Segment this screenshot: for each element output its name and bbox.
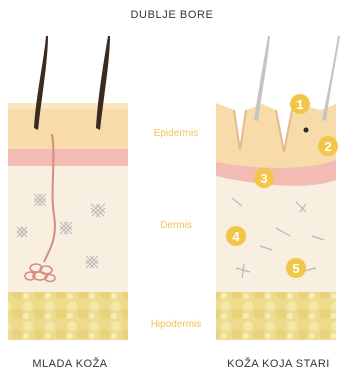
young-hypodermis <box>8 292 128 340</box>
label-epidermis: Epidermis <box>136 128 216 139</box>
age-spot <box>304 128 309 133</box>
aged-skin-block <box>216 36 340 340</box>
young-skin-block <box>8 36 128 340</box>
marker-1: 1 <box>290 94 310 114</box>
marker-2-label: 2 <box>324 139 331 154</box>
marker-5: 5 <box>286 258 306 278</box>
marker-4: 4 <box>226 226 246 246</box>
caption-young-skin: MLADA KOŽA <box>10 358 130 370</box>
label-hypodermis: Hipodermis <box>136 319 216 330</box>
marker-3: 3 <box>254 168 274 188</box>
young-epidermis <box>8 103 128 149</box>
marker-4-label: 4 <box>232 229 240 244</box>
marker-2: 2 <box>318 136 338 156</box>
marker-3-label: 3 <box>260 171 267 186</box>
caption-aged-skin: KOŽA KOJA STARI <box>213 358 344 370</box>
marker-1-label: 1 <box>296 97 303 112</box>
marker-5-label: 5 <box>292 261 299 276</box>
label-dermis: Dermis <box>136 220 216 231</box>
aged-hypodermis <box>216 292 336 340</box>
